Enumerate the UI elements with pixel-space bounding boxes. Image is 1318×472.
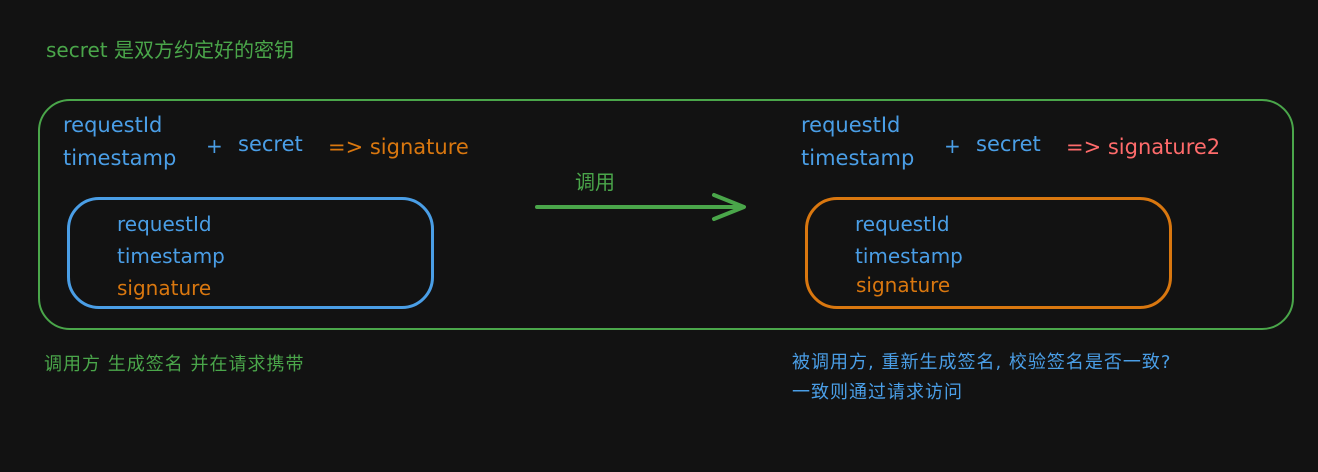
secret-note: secret 是双方约定好的密钥 [46, 38, 295, 62]
left-box-requestid: requestId [117, 212, 212, 236]
right-box-signature: signature [856, 273, 951, 297]
left-plus: + [206, 134, 223, 158]
right-input-timestamp: timestamp [801, 146, 915, 170]
outer-container [38, 99, 1294, 330]
left-secret: secret [238, 132, 303, 156]
left-input-timestamp: timestamp [63, 146, 177, 170]
caller-caption: 调用方 生成签名 并在请求携带 [44, 354, 305, 375]
right-input-requestid: requestId [801, 113, 901, 137]
left-box-signature: signature [117, 276, 212, 300]
left-box-timestamp: timestamp [117, 244, 225, 268]
left-input-requestid: requestId [63, 113, 163, 137]
right-secret: secret [976, 132, 1041, 156]
left-result: => signature [328, 135, 469, 159]
callee-caption-line2: 一致则通过请求访问 [792, 382, 963, 403]
right-result: => signature2 [1066, 135, 1221, 159]
call-arrow [535, 193, 746, 221]
callee-caption-line1: 被调用方, 重新生成签名, 校验签名是否一致? [792, 352, 1172, 373]
left-request-box [67, 197, 434, 309]
arrow-label: 调用 [575, 170, 615, 194]
right-box-timestamp: timestamp [855, 244, 963, 268]
right-plus: + [944, 134, 961, 158]
right-box-requestid: requestId [855, 212, 950, 236]
right-request-box [805, 197, 1172, 309]
